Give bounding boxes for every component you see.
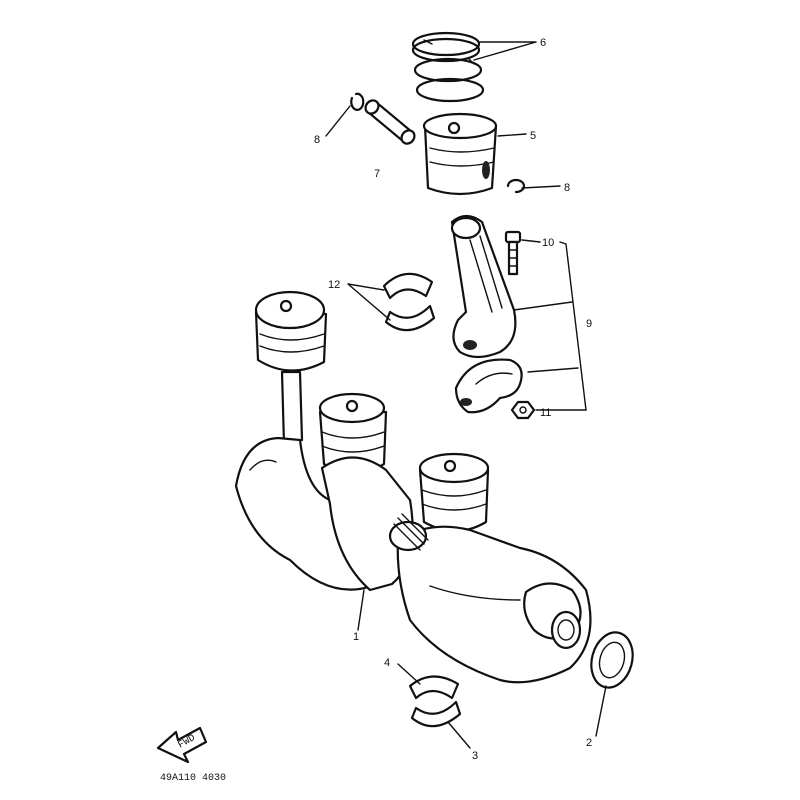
- main-bearing-upper: [408, 675, 460, 700]
- diagram-reference-code: 49A110 4030: [160, 773, 226, 784]
- callout-9: 9: [586, 318, 592, 330]
- forward-arrow-icon: FWD: [156, 726, 208, 764]
- callout-7: 7: [374, 168, 380, 180]
- callout-1: 1: [353, 631, 359, 643]
- big-end-bearing-lower: [384, 304, 436, 332]
- connecting-rod: [450, 214, 517, 359]
- callout-10: 10: [542, 237, 554, 249]
- connecting-rod-cap: [454, 358, 523, 414]
- piston-pin-clip-right: [506, 178, 526, 194]
- callout-3: 3: [472, 750, 478, 762]
- connecting-rod-nut: [510, 400, 536, 420]
- callout-6: 6: [540, 37, 546, 49]
- callout-2: 2: [586, 737, 592, 749]
- piston: [422, 112, 498, 196]
- callout-4: 4: [384, 657, 390, 669]
- piston-assembly-left: [254, 290, 328, 446]
- main-bearing-lower: [410, 700, 462, 728]
- callout-8-left: 8: [314, 134, 320, 146]
- callout-11: 11: [540, 407, 551, 419]
- callout-labels: 1 2 3 4 5 6 7 8 8 9 10 11 12: [314, 37, 592, 762]
- oil-seal: [590, 631, 634, 689]
- piston-pin-clip-left: [350, 92, 365, 111]
- callout-12: 12: [328, 279, 340, 291]
- connecting-rod-bolt: [504, 230, 522, 276]
- leader-lines: [325, 41, 607, 749]
- callout-8-right: 8: [564, 182, 570, 194]
- piston-rings: [411, 31, 485, 103]
- callout-5: 5: [530, 130, 536, 142]
- piston-pin: [364, 99, 416, 145]
- crankshaft: [234, 436, 592, 684]
- piston-assembly-right: [418, 452, 490, 532]
- big-end-bearing-upper: [382, 272, 434, 300]
